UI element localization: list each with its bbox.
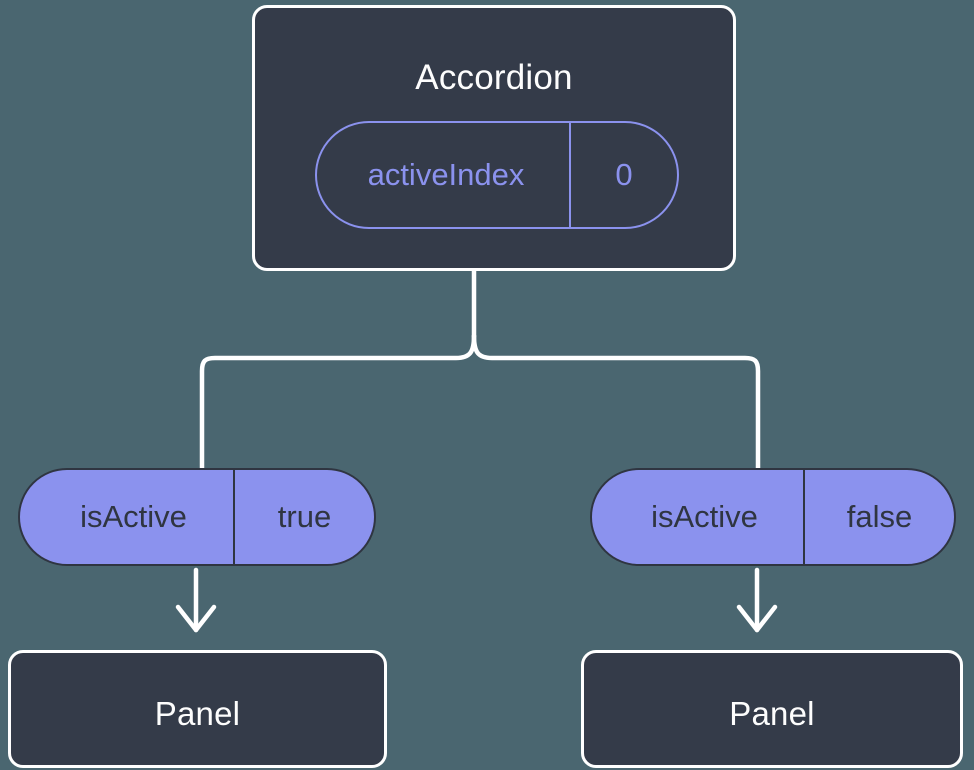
left-prop-key: isActive (20, 470, 235, 564)
right-panel-title: Panel (729, 695, 815, 732)
right-prop-value: false (846, 499, 913, 534)
right-prop-key: isActive (592, 470, 805, 564)
accordion-state-key: activeIndex (317, 123, 571, 227)
right-prop-pill[interactable]: isActive false (590, 468, 956, 566)
left-panel-title: Panel (154, 695, 241, 732)
connector-to-left-branch (199, 333, 477, 471)
accordion-node[interactable]: Accordion activeIndex 0 (252, 5, 736, 271)
accordion-state-value: 0 (615, 157, 633, 192)
left-prop-value: true (277, 499, 332, 534)
connector-to-right-branch (471, 333, 761, 471)
accordion-title: Accordion (415, 58, 573, 97)
left-arrow-head (175, 604, 217, 633)
right-arrow-head (736, 604, 778, 633)
left-prop-pill[interactable]: isActive true (18, 468, 376, 566)
left-panel-node[interactable]: Panel (8, 650, 387, 768)
accordion-state-pill[interactable]: activeIndex 0 (315, 121, 679, 229)
right-panel-node[interactable]: Panel (581, 650, 963, 768)
